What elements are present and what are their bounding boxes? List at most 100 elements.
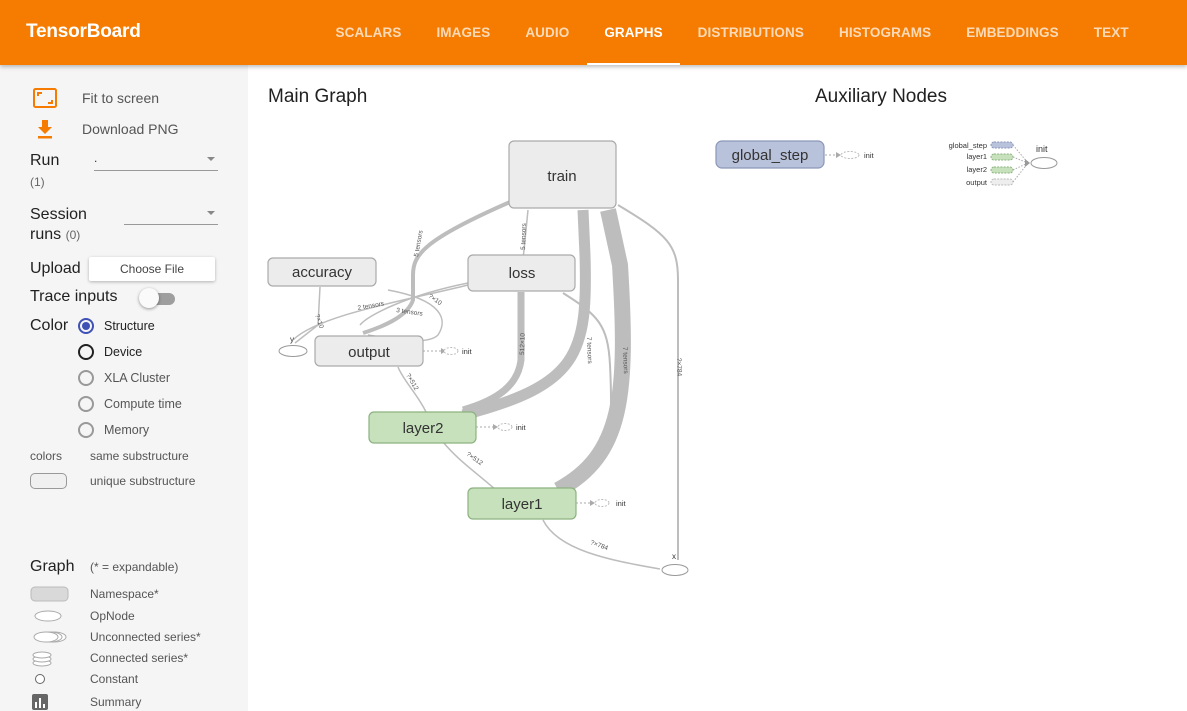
node-loss[interactable]: loss <box>467 254 576 292</box>
same-substructure-label: same substructure <box>90 449 189 463</box>
edge-label: 7 tensors <box>621 347 629 375</box>
tab-images[interactable]: IMAGES <box>436 25 491 40</box>
edge-label: ?×10 <box>313 313 325 330</box>
edge-train-layer1 <box>554 208 631 498</box>
tab-graphs[interactable]: GRAPHS <box>586 0 681 65</box>
color-option-compute-time[interactable]: Compute time <box>78 396 182 412</box>
edge-label: ?×512 <box>465 451 484 467</box>
connected-series-icon <box>30 649 70 667</box>
legend-label: Namespace* <box>90 587 159 601</box>
download-png-button[interactable]: Download PNG <box>32 118 179 140</box>
edge-x-layer1 <box>542 519 661 570</box>
init-stub-output[interactable]: init <box>423 347 473 356</box>
download-png-label: Download PNG <box>82 121 179 137</box>
graph-legend-title: Graph <box>30 558 75 575</box>
node-accuracy[interactable]: accuracy <box>267 257 377 287</box>
run-label: Run <box>30 152 60 169</box>
node-label: global_step <box>732 147 809 164</box>
legend-namespace: Namespace* <box>30 585 159 603</box>
fit-to-screen-label: Fit to screen <box>82 90 160 106</box>
run-select-value: . <box>94 151 98 165</box>
legend-connected-series: Connected series* <box>30 649 188 667</box>
session-runs-select[interactable] <box>124 205 218 225</box>
color-option-xla-cluster[interactable]: XLA Cluster <box>78 370 170 386</box>
node-layer2[interactable]: layer2 <box>368 411 477 444</box>
node-output[interactable]: output <box>314 335 424 367</box>
aux-node-init[interactable]: global_step layer1 layer2 output init <box>949 141 1058 187</box>
edge-train-output <box>362 200 511 335</box>
init-label: init <box>516 423 527 432</box>
tab-histograms[interactable]: HISTOGRAMS <box>838 25 932 40</box>
graph-controls-sidebar: Fit to screen Download PNG Run (1) . Ses… <box>0 65 248 711</box>
legend-label: OpNode <box>90 609 135 623</box>
radio-unchecked-icon <box>78 344 94 360</box>
choose-file-button[interactable]: Choose File <box>89 257 215 281</box>
init-stub-global-step[interactable]: init <box>825 151 875 160</box>
init-label: init <box>1036 144 1048 154</box>
legend-label: Constant <box>90 672 139 686</box>
edge-loss-output <box>359 282 469 326</box>
node-label: layer1 <box>502 496 543 513</box>
legend-label: Summary <box>90 695 142 709</box>
graph-edges <box>292 200 679 570</box>
graph-svg: 5 tensors 5 tensors 2 tensors 3 tensors … <box>267 140 1058 576</box>
trace-inputs-label: Trace inputs <box>30 288 118 305</box>
node-layer1[interactable]: layer1 <box>467 487 577 520</box>
tab-scalars[interactable]: SCALARS <box>335 25 402 40</box>
radio-unchecked-icon <box>78 396 94 412</box>
node-x[interactable]: x <box>661 552 689 576</box>
node-label: train <box>547 168 576 185</box>
graph-canvas[interactable]: Main Graph Auxiliary Nodes 5 tensors 5 t… <box>248 65 1187 711</box>
edge-accuracy-y <box>294 286 321 344</box>
session-runs-label: runs (0) <box>30 226 80 244</box>
init-input-label: layer2 <box>967 165 987 174</box>
aux-node-global-step[interactable]: global_step <box>715 140 825 169</box>
color-label: Color <box>30 317 69 334</box>
node-label: x <box>672 552 676 561</box>
node-train[interactable]: train <box>508 140 617 209</box>
node-label: output <box>348 344 391 361</box>
init-stub-layer2[interactable]: init <box>476 423 527 432</box>
legend-unconnected-series: Unconnected series* <box>30 628 201 646</box>
edge-label: 2 tensors <box>357 300 385 312</box>
legend-opnode: OpNode <box>30 607 135 625</box>
color-option-memory[interactable]: Memory <box>78 422 149 438</box>
edge-layer1-layer2 <box>442 441 497 491</box>
color-option-device[interactable]: Device <box>78 344 142 360</box>
run-select[interactable]: . <box>94 151 218 171</box>
tab-embeddings[interactable]: EMBEDDINGS <box>966 25 1059 40</box>
legend-label: Connected series* <box>90 651 189 665</box>
radio-unchecked-icon <box>78 370 94 386</box>
toggle-knob <box>139 288 159 308</box>
tab-audio[interactable]: AUDIO <box>525 25 570 40</box>
edge-label: ?×784 <box>589 539 609 552</box>
edge-labels: 5 tensors 5 tensors 2 tensors 3 tensors … <box>313 222 683 552</box>
tab-text[interactable]: TEXT <box>1093 25 1129 40</box>
init-stub-layer1[interactable]: init <box>576 499 627 508</box>
color-option-structure[interactable]: Structure <box>78 318 155 334</box>
color-option-label: Memory <box>104 423 150 437</box>
init-input-label: output <box>966 178 988 187</box>
tab-distributions[interactable]: DISTRIBUTIONS <box>697 25 804 40</box>
edge-label: 3 tensors <box>396 307 424 318</box>
edge-label: ?×10 <box>427 293 443 307</box>
fit-to-screen-button[interactable]: Fit to screen <box>32 87 159 109</box>
trace-inputs-toggle[interactable] <box>139 288 175 308</box>
edge-train-x <box>617 204 679 560</box>
node-label: loss <box>509 265 536 282</box>
edge-loss-layer1-thin <box>557 292 613 489</box>
namespace-icon <box>30 585 70 603</box>
edge-label: 5 tensors <box>520 222 528 250</box>
color-option-label: Compute time <box>104 397 182 411</box>
download-icon <box>32 118 58 140</box>
session-runs-text: runs <box>30 226 62 243</box>
opnode-icon <box>30 607 70 625</box>
session-count: (0) <box>65 228 81 242</box>
node-y[interactable]: y <box>278 335 308 357</box>
unique-substructure-label: unique substructure <box>90 474 196 488</box>
edge-layer2-output <box>397 366 427 413</box>
dashboard-tabs: SCALARS IMAGES AUDIO GRAPHS DISTRIBUTION… <box>318 0 1146 65</box>
unique-substructure-swatch <box>30 473 67 489</box>
edge-train-layer2 <box>461 209 591 421</box>
colors-label: colors <box>30 449 63 463</box>
